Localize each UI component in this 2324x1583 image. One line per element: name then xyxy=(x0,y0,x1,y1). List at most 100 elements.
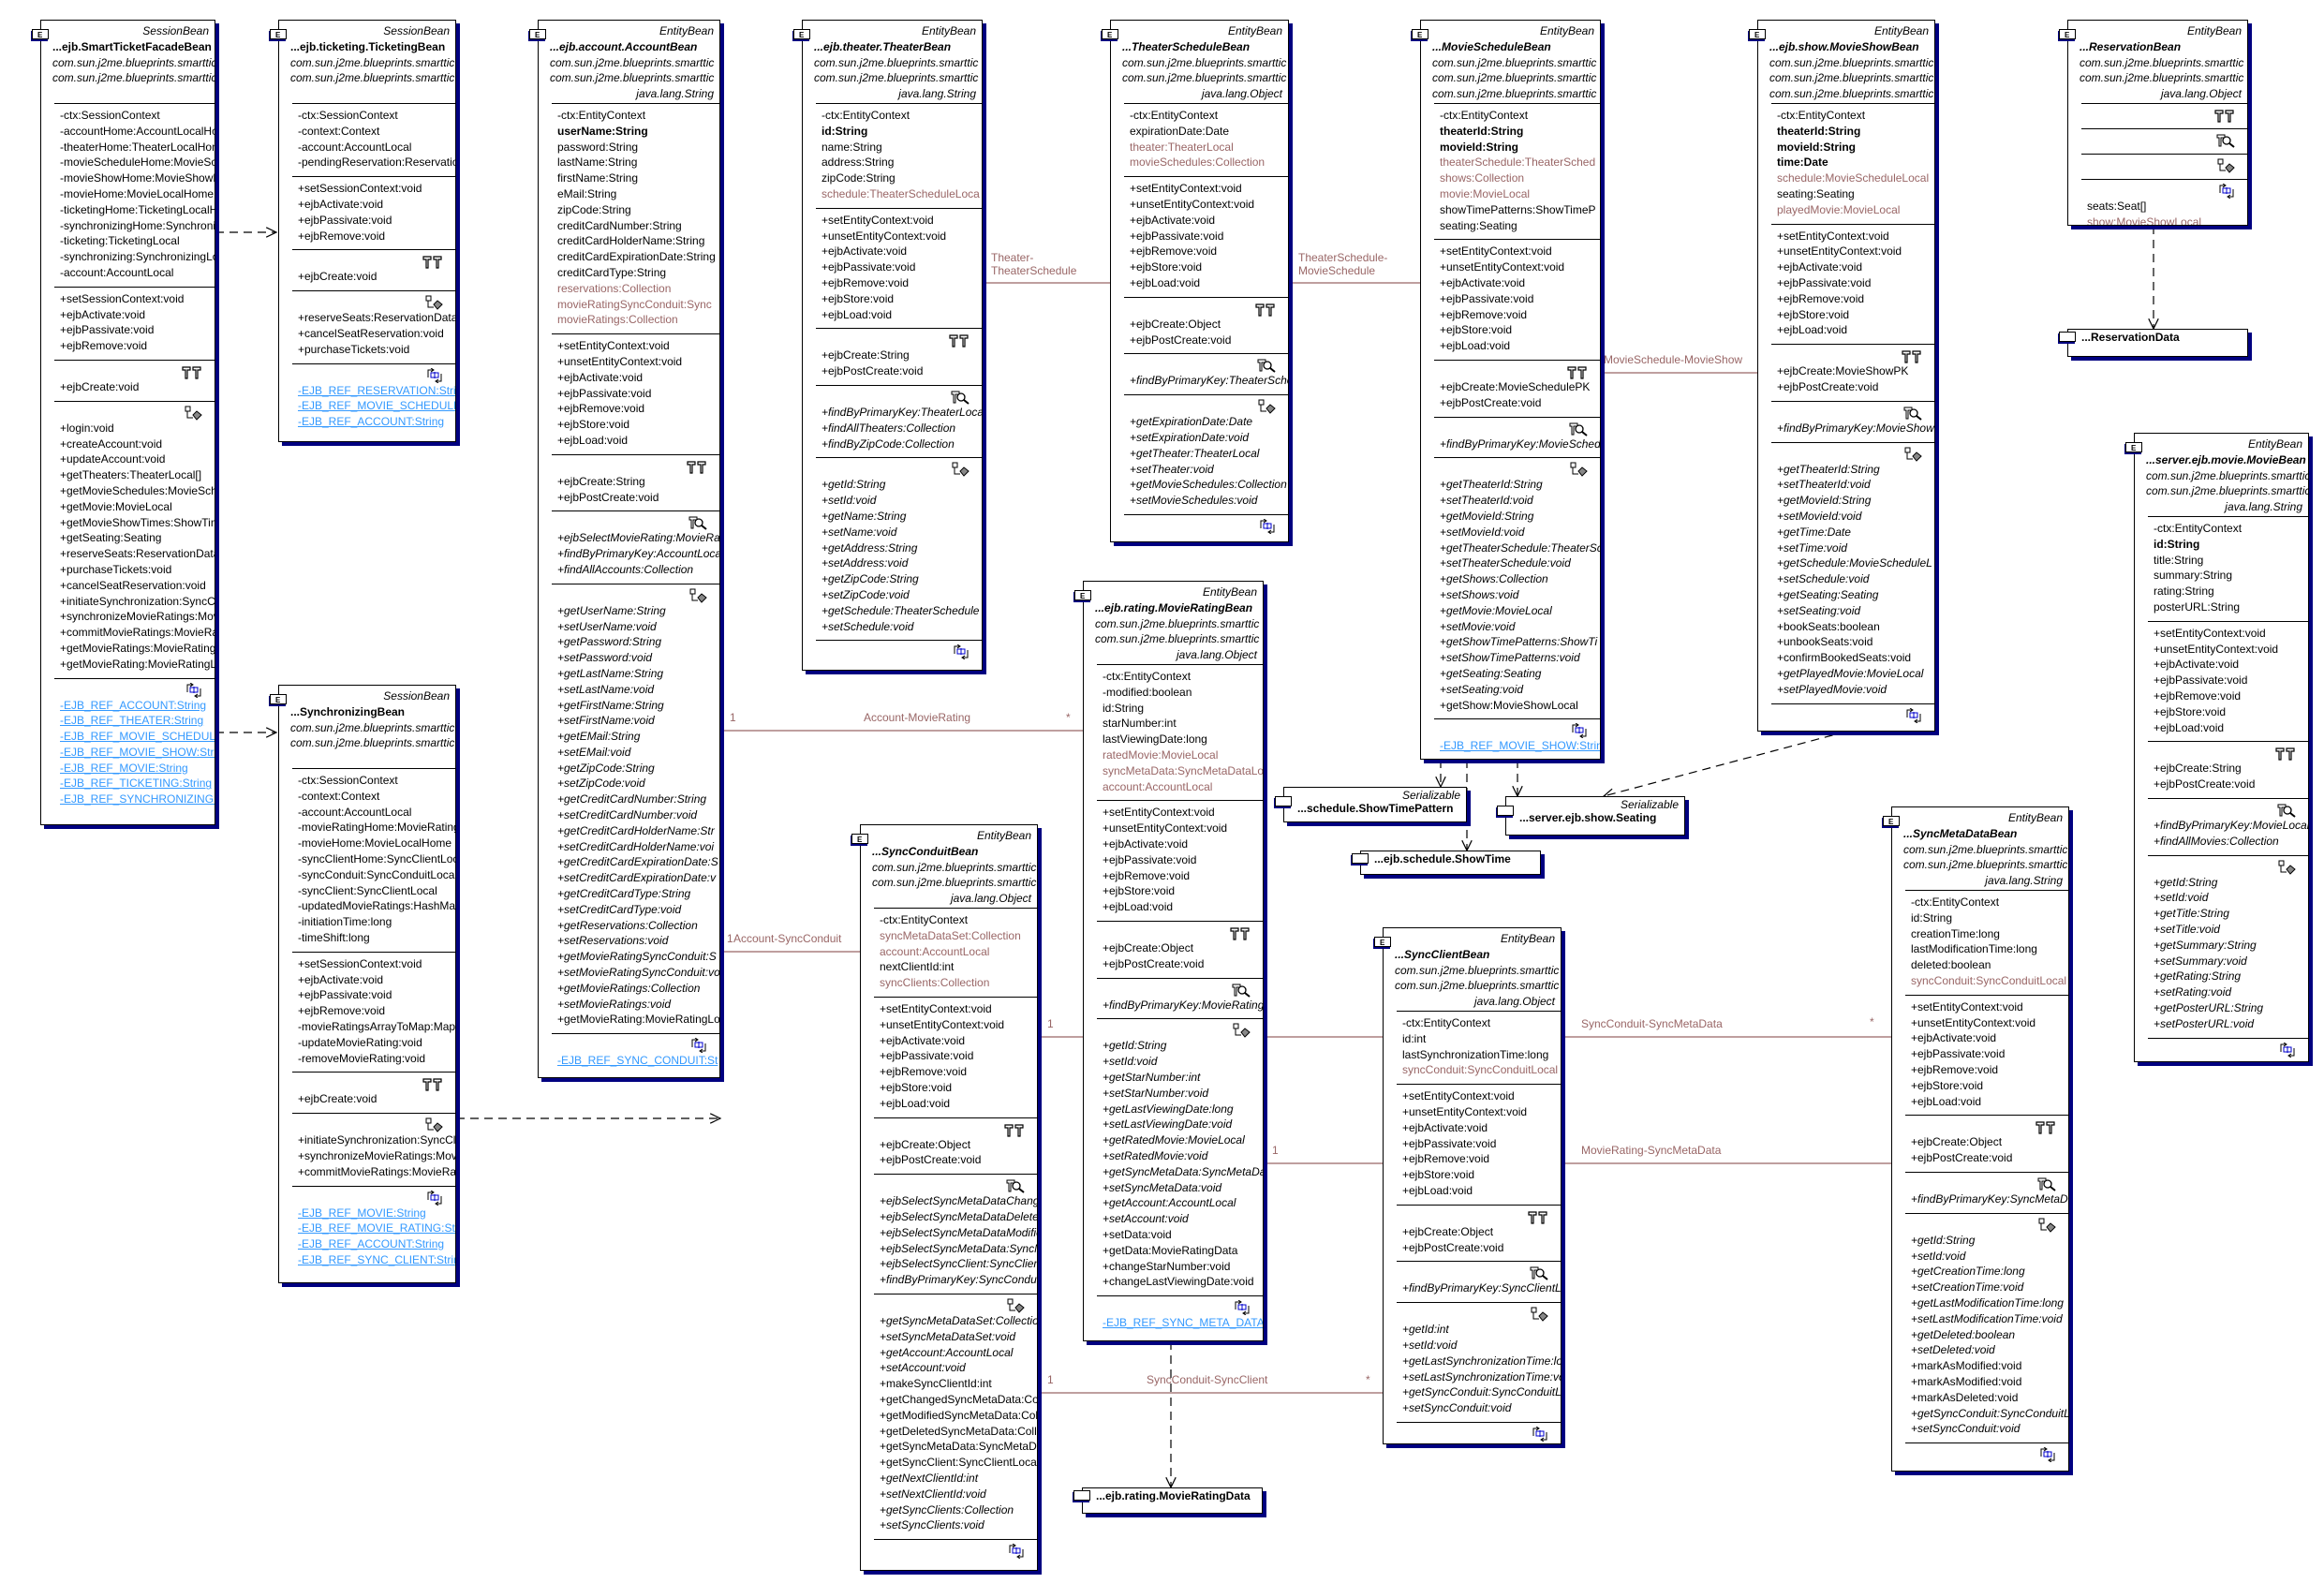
abstract-method: +setLastViewingDate:void xyxy=(1103,1117,1233,1132)
class-reservation-data[interactable]: ...ReservationData xyxy=(2059,329,2248,357)
class-seating[interactable]: Serializable...server.ejb.show.Seating xyxy=(1497,796,1685,836)
ejb-ref-link[interactable]: -EJB_REF_THEATER:String xyxy=(60,714,204,728)
ejb-ref-link[interactable]: -EJB_REF_MOVIE_SHOW:Strin xyxy=(1440,739,1601,753)
member: -synchronizingHome:Synchroniz xyxy=(60,218,215,232)
ejb-ref-link[interactable]: -EJB_REF_MOVIE:String xyxy=(60,761,188,775)
section-create: +ejbCreate:MovieSchedulePK+ejbPostCreate… xyxy=(1434,359,1600,417)
class-name[interactable]: ...ejb.schedule.ShowTime xyxy=(1374,852,1511,865)
class-tab-icon xyxy=(1275,796,1292,806)
abstract-method: +getPosterURL:String xyxy=(2154,1000,2264,1014)
primary-key-field: movieId:String xyxy=(1777,140,1857,154)
class-name[interactable]: ...ejb.SmartTicketFacadeBean xyxy=(52,39,212,53)
section-finders: +findByPrimaryKey:SyncClientL xyxy=(1397,1261,1561,1302)
class-header: Serializable...server.ejb.show.Seating xyxy=(1519,798,1680,825)
cmr-field: reservations:Collection xyxy=(557,281,672,295)
cmr-field: syncConduit:SyncConduitLocal xyxy=(1402,1063,1559,1077)
class-name[interactable]: ...ejb.show.MovieShowBean xyxy=(1769,39,1919,53)
class-name[interactable]: ...ejb.rating.MovieRatingData xyxy=(1096,1489,1251,1502)
class-name[interactable]: ...SyncMetaDataBean xyxy=(1903,826,2018,840)
member: +ejbPostCreate:void xyxy=(822,364,924,378)
ejb-ref-link[interactable]: -EJB_REF_ACCOUNT:String xyxy=(298,1237,445,1251)
class-show-time[interactable]: ...ejb.schedule.ShowTime xyxy=(1352,851,1541,875)
abstract-method: +getAccount:AccountLocal xyxy=(1103,1196,1236,1210)
ejb-ref-link[interactable]: -EJB_REF_SYNC_CLIENT:Strin xyxy=(298,1252,456,1266)
abstract-method: +ejbSelectSyncMetaDataModifie xyxy=(880,1225,1038,1239)
association-label: TheaterSchedule-MovieSchedule xyxy=(1298,251,1388,277)
class-name[interactable]: ...ejb.theater.TheaterBean xyxy=(814,39,952,53)
abstract-method: +setTime:void xyxy=(1777,540,1847,555)
ejb-ref-link[interactable]: -EJB_REF_MOVIE_SCHEDULE xyxy=(60,730,215,744)
class-name[interactable]: ...SyncClientBean xyxy=(1395,947,1490,961)
interface-package: java.lang.String xyxy=(898,87,976,101)
ejb-ref-link[interactable]: -EJB_REF_MOVIE_SHOW:Strin xyxy=(60,745,215,759)
abstract-method: +setId:void xyxy=(1911,1249,1966,1263)
ejb-ref-link[interactable]: -EJB_REF_RESERVATION:Strin xyxy=(298,383,456,397)
class-name[interactable]: ...TheaterScheduleBean xyxy=(1122,39,1251,53)
member: -syncClient:SyncClientLocal xyxy=(298,883,437,897)
ejb-ref-link[interactable]: -EJB_REF_SYNC_CONDUIT:St xyxy=(557,1054,718,1068)
abstract-method: +getName:String xyxy=(822,509,907,523)
entity-tab-icon: E xyxy=(851,834,868,844)
abstract-method: +setTheater:void xyxy=(1130,462,1214,476)
association-label: Account-MovieRating xyxy=(864,711,971,724)
abstract-method: +getMovieRatings:Collection xyxy=(557,981,701,995)
interface-package: java.lang.String xyxy=(1985,874,2063,888)
class-movie-rating-data[interactable]: ...ejb.rating.MovieRatingData xyxy=(1073,1487,1263,1514)
interface-package: java.lang.String xyxy=(2225,500,2302,514)
ejb-ref-link[interactable]: -EJB_REF_SYNC_META_DATA xyxy=(1103,1316,1264,1330)
class-name[interactable]: ...server.ejb.show.Seating xyxy=(1519,811,1657,824)
class-name[interactable]: ...ejb.account.AccountBean xyxy=(550,39,698,53)
entity-tab-icon: E xyxy=(270,29,287,39)
abstract-method: +getSchedule:MovieScheduleL xyxy=(1777,556,1932,570)
member: seating:Seating xyxy=(1440,218,1517,232)
class-name[interactable]: ...schedule.ShowTimePattern xyxy=(1297,802,1454,815)
abstract-method: +getSyncConduit:SyncConduitL xyxy=(1402,1385,1562,1399)
member: +setEntityContext:void xyxy=(822,213,934,227)
cmr-field: movie:MovieLocal xyxy=(1440,186,1531,200)
class-name[interactable]: ...ReservationBean xyxy=(2080,39,2182,53)
section-refs: -EJB_REF_MOVIE_SHOW:Strin xyxy=(1434,718,1601,759)
abstract-method: +getSyncMetaDataSet:Collectio xyxy=(880,1313,1038,1327)
class-show-time-pattern[interactable]: Serializable...schedule.ShowTimePattern xyxy=(1275,787,1467,822)
class-name[interactable]: ...ejb.rating.MovieRatingBean xyxy=(1095,600,1253,614)
section-icon-row xyxy=(2154,1042,2308,1058)
stereotype-label: EntityBean xyxy=(921,24,976,37)
abstract-method: +getStarNumber:int xyxy=(1103,1070,1201,1084)
class-name[interactable]: ...SyncConduitBean xyxy=(872,844,979,858)
ejb-ref-link[interactable]: -EJB_REF_ACCOUNT:String xyxy=(298,415,445,429)
ejb-ref-link[interactable]: -EJB_REF_MOVIE_RATING:Stri xyxy=(298,1221,456,1235)
member: +reserveSeats:ReservationData xyxy=(60,547,215,561)
ejb-ref-link[interactable]: -EJB_REF_ACCOUNT:String xyxy=(60,698,207,712)
class-name[interactable]: ...ReservationData xyxy=(2081,331,2180,344)
ejb-ref-link[interactable]: -EJB_REF_MOVIE_SCHEDULE xyxy=(298,399,456,413)
class-name[interactable]: ...ejb.ticketing.TicketingBean xyxy=(290,39,446,53)
abstract-method: +ejbSelectSyncClient:SyncClien xyxy=(880,1257,1038,1271)
abstract-method: +getCreationTime:long xyxy=(1911,1265,2025,1279)
abstract-method: +setId:void xyxy=(2154,891,2209,905)
class-name[interactable]: ...MovieScheduleBean xyxy=(1432,39,1551,53)
class-name[interactable]: ...SynchronizingBean xyxy=(290,704,406,718)
section-business: +getSyncMetaDataSet:Collectio+setSyncMet… xyxy=(874,1293,1038,1539)
ejb-ref-link[interactable]: -EJB_REF_MOVIE:String xyxy=(298,1206,426,1220)
ejb-ref-link[interactable]: -EJB_REF_SYNCHRONIZING:S xyxy=(60,792,215,806)
member: +bookSeats:boolean xyxy=(1777,619,1880,633)
ejb-ref-link[interactable]: -EJB_REF_TICKETING:String xyxy=(60,777,213,791)
abstract-method: +ejbSelectSyncMetaData:SyncM xyxy=(880,1241,1038,1255)
member: password:String xyxy=(557,140,639,154)
class-header: ...ejb.rating.MovieRatingData xyxy=(1096,1489,1258,1503)
class-name[interactable]: ...server.ejb.movie.MovieBean xyxy=(2146,452,2306,466)
